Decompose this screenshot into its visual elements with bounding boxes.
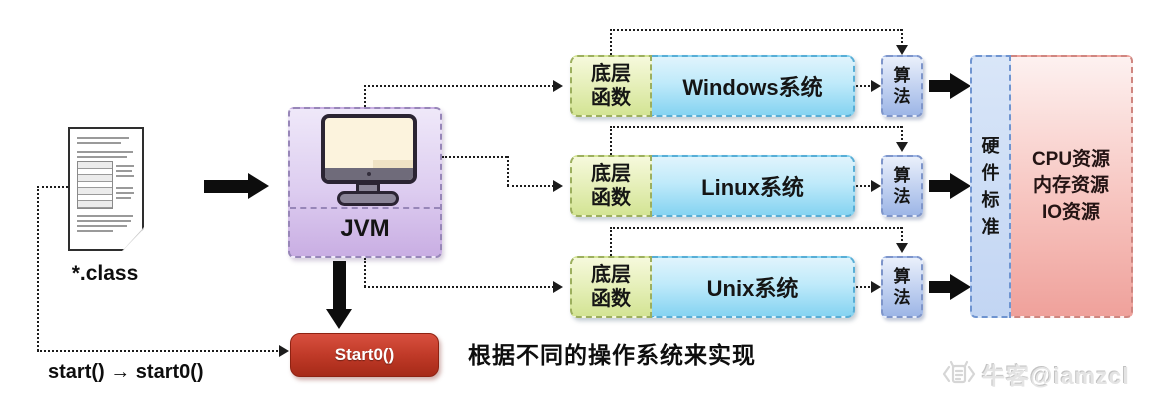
jvm-label: JVM — [340, 215, 390, 242]
algorithm-label: 算法 — [893, 266, 911, 307]
algorithm-box-linux: 算法 — [881, 155, 923, 217]
document-table-graphic — [77, 161, 113, 209]
algorithm-box-windows: 算法 — [881, 55, 923, 117]
os-box-unix: Unix系统 — [652, 256, 855, 318]
native-function-box: 底层函数 — [570, 55, 652, 117]
resource-cpu: CPU资源 — [1031, 148, 1111, 170]
page-fold-corner — [122, 227, 144, 251]
class-file-document-icon — [68, 127, 144, 251]
os-box-linux: Linux系统 — [652, 155, 855, 217]
jvm-divider — [290, 207, 440, 209]
hardware-resources-box: CPU资源 内存资源 IO资源 — [1011, 55, 1133, 318]
resource-io: IO资源 — [1041, 201, 1101, 223]
watermark-text: 牛客@iamzcl — [982, 363, 1130, 389]
os-label: Unix系统 — [706, 276, 799, 301]
native-function-label: 底层函数 — [591, 63, 631, 109]
algorithm-box-unix: 算法 — [881, 256, 923, 318]
start0-label: Start0() — [334, 345, 395, 364]
os-row-unix: 底层函数 Unix系统 — [570, 256, 855, 318]
hardware-standard-box: 硬件标准 — [970, 55, 1011, 318]
os-row-windows: 底层函数 Windows系统 — [570, 55, 855, 117]
native-function-box: 底层函数 — [570, 256, 652, 318]
start0-native-method-box: Start0() — [290, 333, 439, 377]
hardware-standard-label: 硬件标准 — [981, 135, 1000, 237]
os-label: Linux系统 — [701, 175, 804, 200]
os-label: Windows系统 — [682, 75, 823, 100]
class-file-label: *.class — [71, 262, 139, 285]
watermark: 牛客@iamzcl — [942, 357, 1130, 391]
native-function-label: 底层函数 — [591, 264, 631, 310]
os-row-linux: 底层函数 Linux系统 — [570, 155, 855, 217]
notepad-brackets-icon — [942, 360, 976, 384]
diagram-caption: 根据不同的操作系统来实现 — [468, 342, 756, 368]
native-function-box: 底层函数 — [570, 155, 652, 217]
algorithm-label: 算法 — [893, 165, 911, 206]
resource-memory: 内存资源 — [1032, 175, 1109, 197]
os-box-windows: Windows系统 — [652, 55, 855, 117]
start-chain-label: start() → start0() — [48, 361, 204, 383]
algorithm-label: 算法 — [893, 65, 911, 106]
monitor-icon — [310, 114, 422, 206]
native-function-label: 底层函数 — [591, 163, 631, 209]
